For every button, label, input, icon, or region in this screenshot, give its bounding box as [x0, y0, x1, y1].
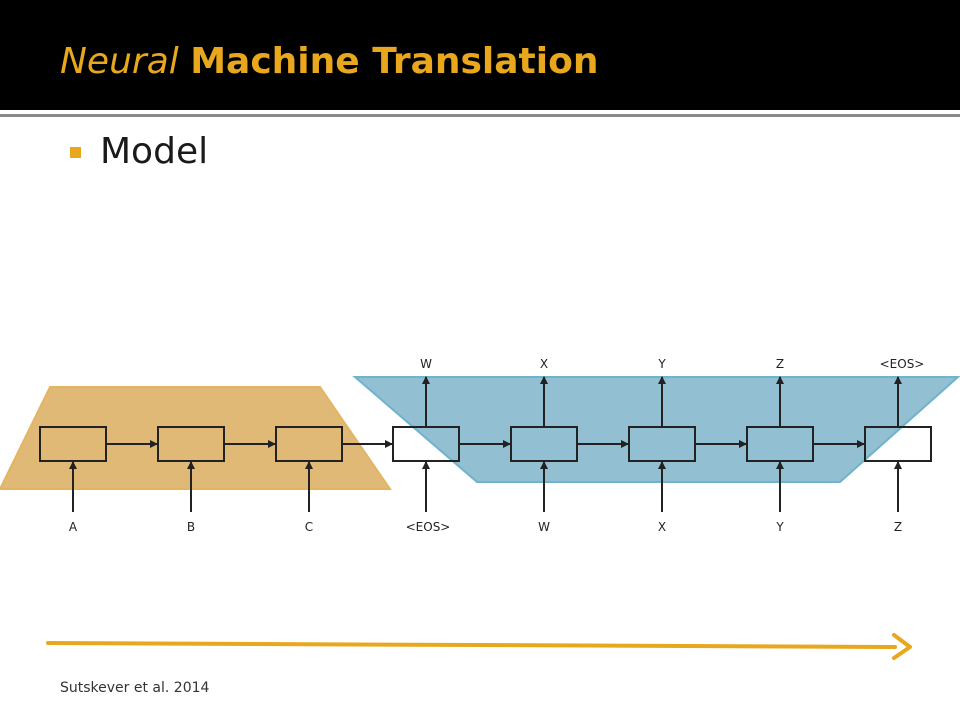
decoder-input-label: W — [538, 520, 550, 534]
decoder-input-label: Y — [775, 520, 784, 534]
title-divider — [0, 114, 960, 117]
decoder-output-label: W — [420, 357, 432, 371]
encoder-input-label: A — [69, 520, 78, 534]
decoder-output-label: Z — [776, 357, 784, 371]
output-arrows — [422, 376, 902, 427]
decoder-output-label: X — [540, 357, 548, 371]
input-arrows — [69, 461, 902, 512]
bullet-marker — [70, 147, 81, 158]
seq2seq-diagram: A B C <EOS> W X Y Z W X Y Z <EOS> — [0, 357, 960, 660]
title-bar — [0, 0, 960, 110]
decoder-output-label: <EOS> — [880, 357, 925, 371]
timeline-arrow — [46, 633, 912, 660]
bullet-item-model: Model — [100, 131, 209, 172]
decoder-input-label: <EOS> — [406, 520, 451, 534]
citation: Sutskever et al. 2014 — [60, 680, 210, 696]
encoder-input-label: C — [305, 520, 313, 534]
decoder-highlight — [352, 376, 960, 483]
encoder-highlight — [0, 386, 392, 490]
decoder-input-label: Z — [894, 520, 902, 534]
decoder-output-label: Y — [657, 357, 666, 371]
slide-title-italic: Neural — [60, 41, 179, 82]
slide-title: Neural Machine Translation — [60, 40, 598, 84]
encoder-input-label: B — [187, 520, 195, 534]
decoder-input-label: X — [658, 520, 666, 534]
slide-title-bold: Machine Translation — [190, 41, 599, 82]
